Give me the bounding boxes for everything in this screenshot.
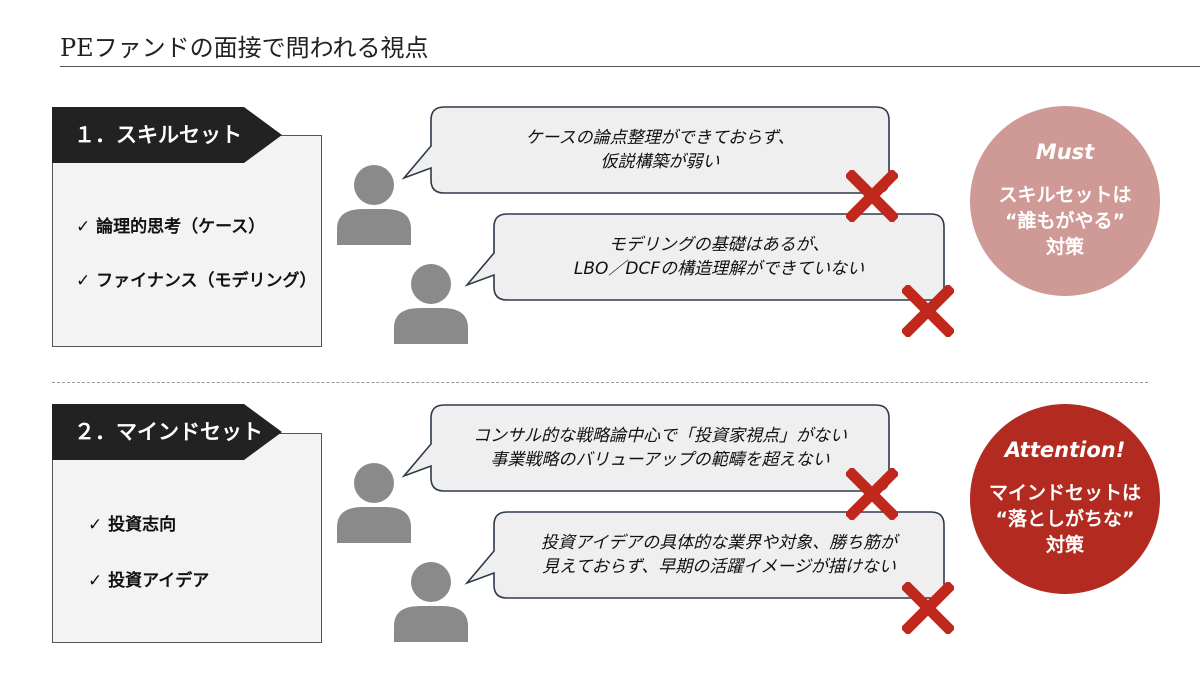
circle-heading: Must [1035, 140, 1095, 164]
section-divider [52, 382, 1148, 383]
cross-icon [902, 285, 954, 337]
bubble-line: ケースの論点整理ができておらず、 [525, 128, 795, 148]
skillset-tag: １．スキルセット [52, 107, 282, 163]
title-underline [60, 66, 1200, 67]
skillset-box [52, 135, 322, 347]
bubble-line: 仮説構築が弱い [600, 152, 720, 172]
speech-bubble: コンサル的な戦略論中心で「投資家視点」がない 事業戦略のバリューアップの範疇を超… [401, 404, 890, 492]
cross-icon [902, 582, 954, 634]
speech-bubble: ケースの論点整理ができておらず、 仮説構築が弱い [401, 106, 890, 194]
circle-line: 対策 [1045, 534, 1084, 556]
check-item-investment-idea: ✓ 投資アイデア [88, 571, 210, 591]
bubble-line: 投資アイデアの具体的な業界や対象、勝ち筋が [540, 533, 898, 553]
cross-icon [846, 468, 898, 520]
person-icon [337, 165, 411, 245]
bubble-line: 見えておらず、早期の活躍イメージが描けない [542, 557, 896, 577]
attention-circle: Attention! マインドセットは “落としがちな” 対策 [970, 404, 1160, 594]
circle-line: “落としがちな” [995, 508, 1135, 530]
bubble-line: モデリングの基礎はあるが、 [608, 235, 830, 255]
check-item-investment-orientation: ✓ 投資志向 [88, 515, 177, 535]
page-title: PEファンドの面接で問われる視点 [60, 34, 429, 62]
check-item-logical-thinking: ✓ 論理的思考（ケース） [76, 217, 266, 237]
circle-body: スキルセットは “誰もがやる” 対策 [970, 182, 1160, 260]
person-icon [394, 562, 468, 642]
check-item-finance: ✓ ファイナンス（モデリング） [76, 271, 317, 291]
circle-line: 対策 [1045, 236, 1084, 258]
bubble-line: LBO／DCFの構造理解ができていない [573, 259, 865, 279]
circle-line: マインドセットは [988, 482, 1141, 504]
mindset-tag: ２．マインドセット [52, 404, 282, 460]
circle-line: スキルセットは [998, 184, 1132, 206]
circle-body: マインドセットは “落としがちな” 対策 [970, 480, 1160, 558]
person-icon [337, 463, 411, 543]
speech-bubble: モデリングの基礎はあるが、 LBO／DCFの構造理解ができていない [464, 213, 945, 301]
bubble-line: 事業戦略のバリューアップの範疇を超えない [490, 450, 830, 470]
circle-heading: Attention! [1004, 438, 1126, 462]
bubble-line: コンサル的な戦略論中心で「投資家視点」がない [473, 426, 847, 446]
mindset-box [52, 433, 322, 643]
circle-line: “誰もがやる” [1005, 210, 1125, 232]
must-circle: Must スキルセットは “誰もがやる” 対策 [970, 106, 1160, 296]
speech-bubble: 投資アイデアの具体的な業界や対象、勝ち筋が 見えておらず、早期の活躍イメージが描… [464, 511, 945, 599]
cross-icon [846, 170, 898, 222]
person-icon [394, 264, 468, 344]
